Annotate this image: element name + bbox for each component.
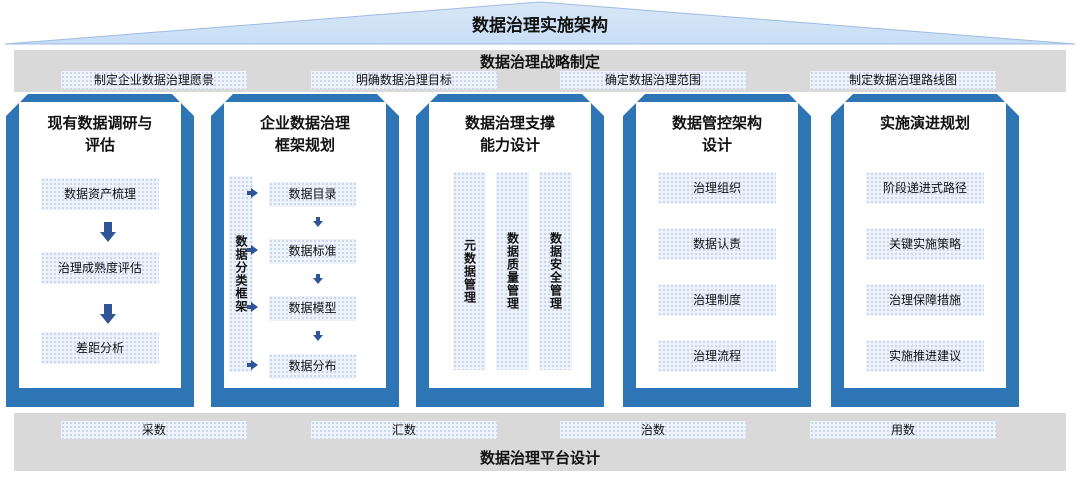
pillar-title: 现有数据调研与 评估 [47, 114, 153, 154]
framework-item-standards: 数据标准 [269, 239, 356, 264]
control-item-process: 治理流程 [658, 340, 776, 372]
control-item-accountability: 数据认责 [658, 228, 776, 260]
down-arrow-icon [100, 222, 116, 242]
pillar-current-data-assessment: 现有数据调研与 评估 数据资产梳理 治理成熟度评估 差距分析 [6, 94, 194, 407]
capability-metadata-management: 元数据管理 [453, 172, 486, 370]
pillar-title: 企业数据治理 框架规划 [259, 114, 350, 154]
down-arrow-icon [313, 274, 323, 284]
pillar-capability-design: 数据治理支撑 能力设计 元数据管理 数据质量管理 数据安全管理 [416, 94, 604, 407]
right-arrow-icon [247, 302, 258, 312]
platform-band-title: 数据治理平台设计 [479, 449, 600, 467]
pillar-framework-planning: 企业数据治理 框架规划 数据分类框架 数据目录 数据标准 数据模型 数据分布 [211, 94, 399, 407]
platform-item-use: 用数 [810, 421, 996, 439]
strategy-item-goal: 明确数据治理目标 [311, 71, 497, 89]
down-arrow-icon [313, 331, 323, 341]
pillar-control-architecture-content: 数据管控架构 设计 治理组织 数据认责 治理制度 治理流程 [636, 102, 798, 388]
implementation-item-advice: 实施推进建议 [866, 340, 984, 372]
framework-item-model: 数据模型 [269, 296, 356, 321]
implementation-item-key-strategy: 关键实施策略 [866, 228, 984, 260]
pillar-implementation-roadmap: 实施演进规划 阶段递进式路径 关键实施策略 治理保障措施 实施推进建议 [831, 94, 1019, 407]
implementation-item-phased-path: 阶段递进式路径 [866, 172, 984, 204]
strategy-band-title: 数据治理战略制定 [479, 53, 600, 71]
control-item-organization: 治理组织 [658, 172, 776, 204]
strategy-item-vision: 制定企业数据治理愿景 [61, 71, 247, 89]
strategy-item-roadmap: 制定数据治理路线图 [810, 71, 996, 89]
assessment-step-asset-inventory: 数据资产梳理 [41, 178, 159, 210]
pillar-capability-design-content: 数据治理支撑 能力设计 元数据管理 数据质量管理 数据安全管理 [429, 102, 591, 388]
pillar-control-architecture: 数据管控架构 设计 治理组织 数据认责 治理制度 治理流程 [623, 94, 811, 407]
control-item-policy: 治理制度 [658, 284, 776, 316]
pillar-title: 实施演进规划 [879, 114, 970, 132]
framework-item-distribution: 数据分布 [269, 354, 356, 379]
down-arrow-icon [100, 304, 116, 324]
pillar-title: 数据管控架构 设计 [671, 114, 762, 154]
platform-item-collect: 采数 [61, 421, 247, 439]
right-arrow-icon [247, 360, 258, 370]
platform-item-aggregate: 汇数 [311, 421, 497, 439]
roof-graphic [4, 1, 1076, 45]
strategy-item-scope: 确定数据治理范围 [560, 71, 746, 89]
pillar-current-data-assessment-content: 现有数据调研与 评估 数据资产梳理 治理成熟度评估 差距分析 [19, 102, 181, 388]
assessment-step-maturity: 治理成熟度评估 [41, 252, 159, 284]
pillar-framework-planning-content: 企业数据治理 框架规划 数据分类框架 数据目录 数据标准 数据模型 数据分布 [224, 102, 386, 388]
implementation-item-assurance: 治理保障措施 [866, 284, 984, 316]
down-arrow-icon [313, 217, 323, 227]
assessment-step-gap-analysis: 差距分析 [41, 332, 159, 364]
right-arrow-icon [247, 245, 258, 255]
pillar-title: 数据治理支撑 能力设计 [464, 114, 555, 154]
capability-data-security-management: 数据安全管理 [539, 172, 572, 370]
framework-item-catalog: 数据目录 [269, 182, 356, 207]
main-title: 数据治理实施架构 [472, 16, 608, 36]
platform-item-govern: 治数 [560, 421, 746, 439]
data-classification-framework: 数据分类框架 [229, 176, 253, 372]
right-arrow-icon [247, 188, 258, 198]
pillar-implementation-roadmap-content: 实施演进规划 阶段递进式路径 关键实施策略 治理保障措施 实施推进建议 [844, 102, 1006, 388]
capability-data-quality-management: 数据质量管理 [496, 172, 529, 370]
